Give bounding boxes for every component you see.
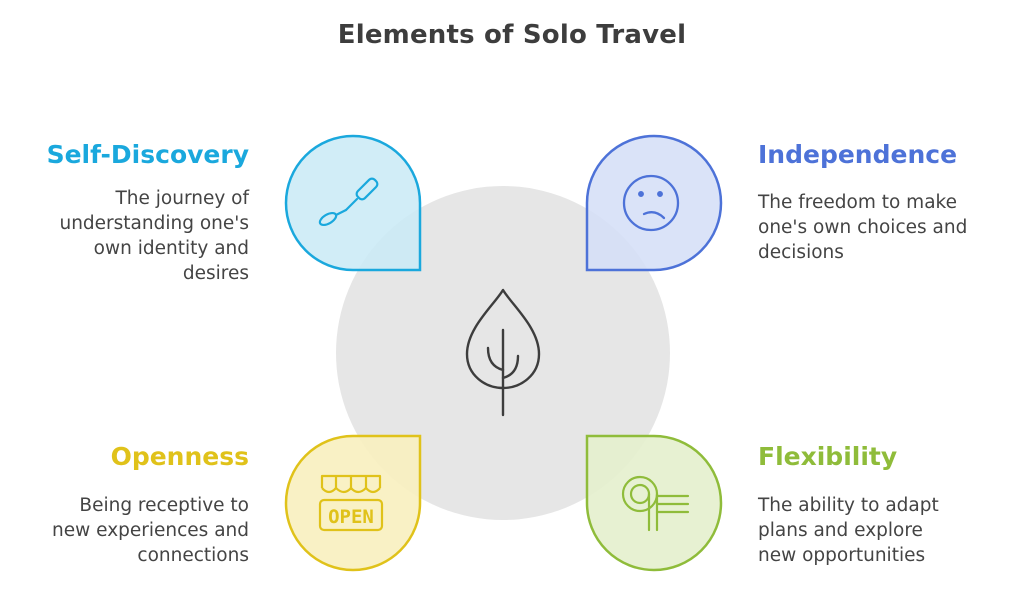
openness-title: Openness [110, 442, 249, 471]
diagram-title: Elements of Solo Travel [337, 20, 687, 50]
self-discovery-title: Self-Discovery [46, 140, 249, 169]
confused-face-icon [622, 174, 680, 232]
flexibility-petal [585, 434, 723, 572]
independence-description: The freedom to make one's own choices an… [758, 192, 968, 263]
independence-title: Independence [758, 140, 958, 169]
independence-petal [585, 134, 723, 272]
flexibility-title: Flexibility [758, 442, 898, 471]
openness-petal: OPEN [284, 434, 422, 572]
flexibility-description: The ability to adapt plans and explore n… [758, 495, 939, 566]
open-shop-icon [318, 474, 384, 532]
openness-description: Being receptive to new experiences and c… [52, 495, 249, 566]
tree-icon [465, 288, 541, 417]
self-discovery-petal [284, 134, 422, 272]
flexible-path-icon [621, 475, 690, 532]
brush-icon [318, 177, 379, 227]
self-discovery-description: The journey of understanding one's own i… [59, 188, 249, 284]
open-shop-sign-text: OPEN [328, 506, 374, 528]
